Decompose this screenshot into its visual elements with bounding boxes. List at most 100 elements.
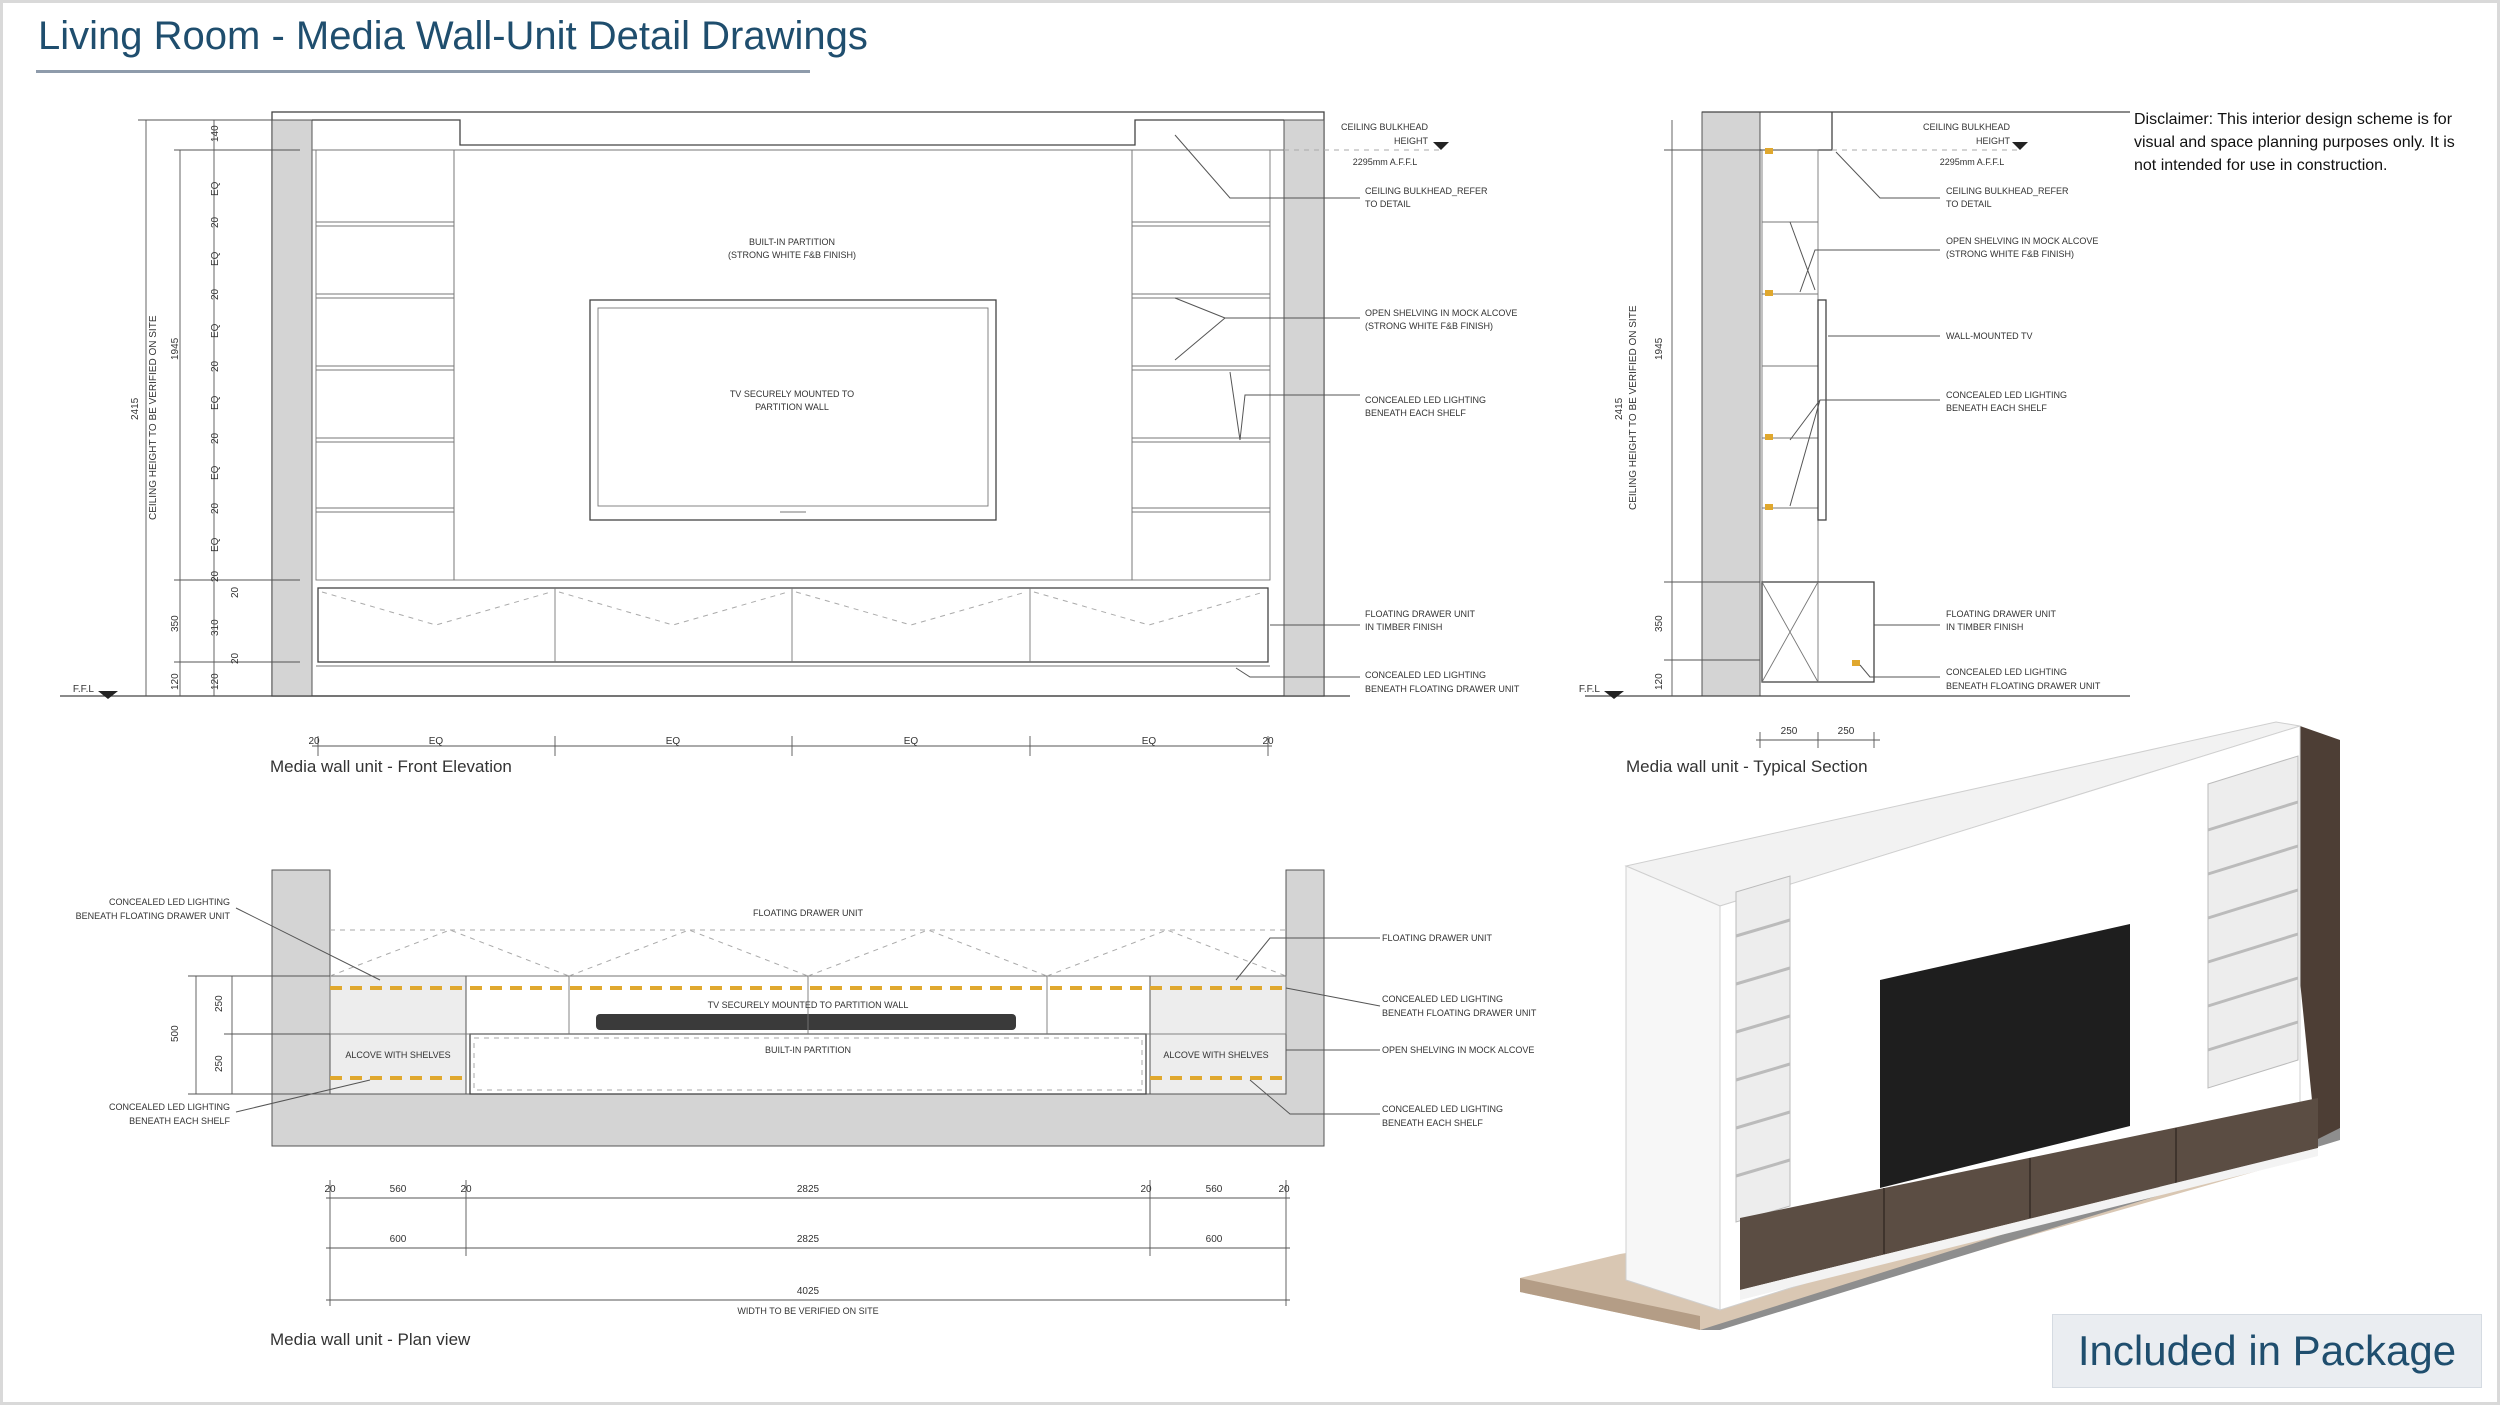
typical-section-drawing: F.F.L CEILING HEIGHT TO BE VERIFIED ON S…: [1579, 111, 2130, 748]
dim-20-1: 20: [210, 216, 221, 228]
right-alcove: [1131, 149, 1271, 581]
dim-140: 140: [210, 125, 221, 142]
plan-right-alcove: [1149, 975, 1287, 1095]
left-shelves: [316, 221, 454, 513]
ffl-label: F.F.L: [73, 684, 95, 695]
section-wall: [1701, 111, 1761, 697]
dim-120-b: 120: [210, 673, 221, 690]
open-shelving-label-1: OPEN SHELVING IN MOCK ALCOVE: [1365, 308, 1517, 318]
plan-alcove-left-label: ALCOVE WITH SHELVES: [345, 1050, 450, 1060]
plan-partition-label: BUILT-IN PARTITION: [765, 1045, 851, 1055]
dim-20-4: 20: [210, 432, 221, 444]
section-vertical-dims: [1664, 120, 1760, 696]
led-drawer-label-1: CONCEALED LED LIGHTING: [1365, 670, 1486, 680]
built-in-partition: [453, 149, 1133, 581]
plan-walls: [271, 869, 1325, 1147]
plan-floating-drawer-label: FLOATING DRAWER UNIT: [753, 908, 864, 918]
dim-eq-4: EQ: [210, 395, 221, 410]
plan-width-note: WIDTH TO BE VERIFIED ON SITE: [737, 1306, 878, 1316]
left-wall: [271, 119, 313, 697]
led-shelf-label-2: BENEATH EACH SHELF: [1365, 408, 1466, 418]
plan-left-alcove: [329, 975, 467, 1095]
plan-led-drawer-2: BENEATH FLOATING DRAWER UNIT: [76, 911, 231, 921]
bulkhead-refer-label-2: TO DETAIL: [1365, 199, 1411, 209]
dim-eq-2: EQ: [210, 251, 221, 266]
plan-dim-600-b: 600: [1206, 1234, 1223, 1245]
section-bulkhead-marker: [2012, 142, 2028, 150]
ceiling-bulkhead: [312, 119, 1284, 146]
section-drawer-cross: [1761, 581, 1819, 683]
section-leaders: [1789, 151, 1940, 678]
plan-dim-4025: 4025: [797, 1286, 820, 1297]
plan-dim-500: 500: [170, 1025, 181, 1042]
plan-view-drawing: FLOATING DRAWER UNIT TV SECURELY MOUNTED…: [76, 869, 1537, 1316]
section-drawer-unit-1: FLOATING DRAWER UNIT: [1946, 609, 2057, 619]
plan-r-led-drawer-1: CONCEALED LED LIGHTING: [1382, 994, 1503, 1004]
dim-h-eq-3: EQ: [904, 736, 919, 747]
right-wall: [1283, 119, 1325, 697]
render-tv: [1880, 924, 2130, 1188]
plan-r-led-drawer-2: BENEATH FLOATING DRAWER UNIT: [1382, 1008, 1537, 1018]
elevation-vertical-dims: [138, 119, 300, 696]
afl-label: 2295mm A.F.F.L: [1353, 157, 1418, 167]
plan-tv: [596, 1014, 1016, 1030]
section-ffl-label: F.F.L: [1579, 684, 1601, 695]
dim-1945: 1945: [170, 337, 181, 360]
dim-20-3: 20: [210, 360, 221, 372]
section-led-shelf-2: BENEATH EACH SHELF: [1946, 403, 2047, 413]
dim-h-eq-2: EQ: [666, 736, 681, 747]
plan-r-open-shelving: OPEN SHELVING IN MOCK ALCOVE: [1382, 1045, 1534, 1055]
right-shelves: [1132, 221, 1270, 513]
plan-dim-20-c: 20: [1140, 1184, 1152, 1195]
dim-310: 310: [210, 619, 221, 636]
led-drawer-label-2: BENEATH FLOATING DRAWER UNIT: [1365, 684, 1520, 694]
plan-dim-20-b: 20: [460, 1184, 472, 1195]
plan-drawer-swing: [329, 929, 1287, 977]
render-left-shelves: [1735, 918, 1791, 1178]
left-alcove: [315, 149, 455, 581]
section-wall-tv-label: WALL-MOUNTED TV: [1946, 331, 2033, 341]
plan-drawer-dividers: [568, 976, 1048, 1034]
plan-led-strips: [330, 986, 1286, 1080]
dim-20-2: 20: [210, 288, 221, 300]
tv-label-1: TV SECURELY MOUNTED TO: [730, 389, 854, 399]
render-drawer-seams: [1883, 1128, 2177, 1254]
plan-r-led-shelf-2: BENEATH EACH SHELF: [1382, 1118, 1483, 1128]
section-led-shelf-1: CONCEALED LED LIGHTING: [1946, 390, 2067, 400]
section-dim-350: 350: [1654, 615, 1665, 632]
section-bulkhead-height-1: CEILING BULKHEAD: [1923, 122, 2011, 132]
drawer-unit-label-1: FLOATING DRAWER UNIT: [1365, 609, 1476, 619]
front-elevation-drawing: F.F.L CEILING HEIGHT TO BE VERIFIED ON S…: [60, 111, 1520, 756]
page-title: Living Room - Media Wall-Unit Detail Dra…: [38, 14, 868, 58]
elevation-leaders: [1174, 134, 1360, 678]
dim-h-eq-1: EQ: [429, 736, 444, 747]
dim-20-5: 20: [210, 502, 221, 514]
section-horizontal-dims: [1756, 732, 1880, 748]
drawer-unit-label-2: IN TIMBER FINISH: [1365, 622, 1442, 632]
section-led-markers: [1765, 148, 1860, 666]
plan-vertical-dims: [188, 975, 330, 1095]
render-left-side: [1625, 865, 1721, 1311]
dim-eq-1: EQ: [210, 181, 221, 196]
plan-dim-250-a: 250: [214, 995, 225, 1012]
bulkhead-marker: [1433, 142, 1449, 150]
section-dim-250-b: 250: [1838, 726, 1855, 737]
front-elevation-caption: Media wall unit - Front Elevation: [270, 757, 512, 776]
plan-dim-20-d: 20: [1278, 1184, 1290, 1195]
dim-eq-3: EQ: [210, 323, 221, 338]
led-shelf-label-1: CONCEALED LED LIGHTING: [1365, 395, 1486, 405]
plan-view-caption: Media wall unit - Plan view: [270, 1330, 471, 1349]
open-shelving-label-2: (STRONG WHITE F&B FINISH): [1365, 321, 1493, 331]
dim-20-6: 20: [210, 570, 221, 582]
section-drawer-unit-2: IN TIMBER FINISH: [1946, 622, 2023, 632]
tv-label-2: PARTITION WALL: [755, 402, 829, 412]
ceiling-height-note: CEILING HEIGHT TO BE VERIFIED ON SITE: [148, 315, 159, 520]
tv-outline: [589, 299, 997, 521]
drawer-fronts: [554, 588, 1031, 662]
dim-120-a: 120: [170, 673, 181, 690]
dim-20-8: 20: [230, 652, 241, 664]
disclaimer-text: Disclaimer: This interior design scheme …: [2134, 111, 2455, 174]
section-led-drawer-2: BENEATH FLOATING DRAWER UNIT: [1946, 681, 2101, 691]
